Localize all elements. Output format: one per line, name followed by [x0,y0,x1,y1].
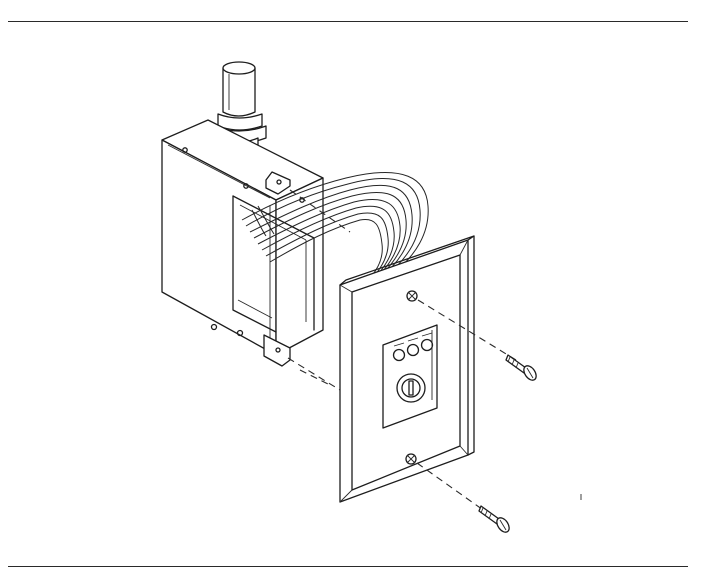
top-divider-rule [8,21,688,22]
bottom-divider-rule [8,566,688,567]
box-bottom-tab [263,334,291,367]
box-top-tab [265,171,291,195]
indicator-lamps [392,332,434,362]
mounting-screw-top [505,354,537,381]
conduit-pipe [222,61,256,117]
plate-screw-hole-top [406,290,418,302]
keyswitch [382,324,438,429]
plate-screw-hole-bottom [405,453,417,465]
wire-bundle [241,172,429,289]
mounting-screw-bottom [478,505,510,533]
electrical-box [161,119,324,356]
alignment-lines [287,189,517,513]
